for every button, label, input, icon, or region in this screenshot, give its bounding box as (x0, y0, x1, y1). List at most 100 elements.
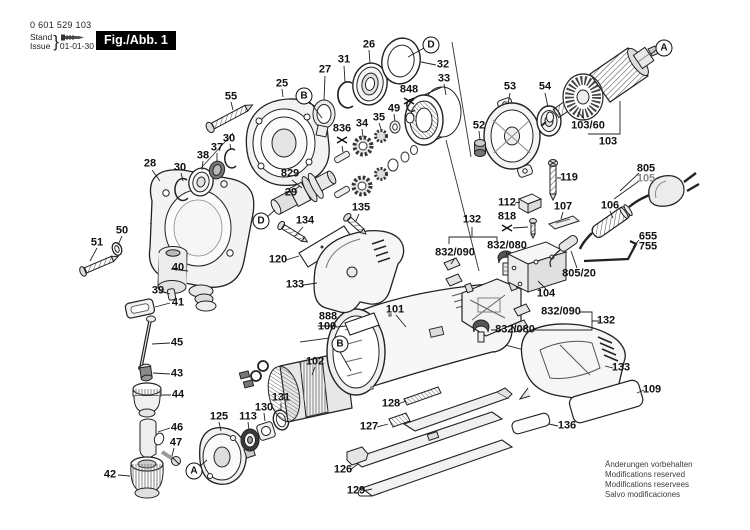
part-label-848: 848 (399, 83, 419, 96)
part-label-112: 112 (498, 196, 516, 209)
bushing-37 (208, 160, 226, 180)
plate-107 (547, 215, 581, 230)
plate-126 (346, 411, 504, 468)
view-ref-a: A (185, 462, 203, 480)
strip-136 (511, 412, 551, 435)
footer-note-fr: Modifications reservees (605, 480, 690, 489)
bearing-flange-125 (199, 426, 256, 485)
suppressor-805-20 (558, 235, 578, 252)
end-shield-53 (483, 97, 541, 178)
footer-note-en: Modifications reserved (605, 470, 686, 479)
part-label-35: 35 (372, 111, 386, 124)
issue-label: Issue (30, 41, 51, 51)
part-label-45: 45 (170, 336, 184, 349)
carbon-brush-832-080-lower (472, 319, 490, 343)
part-label-655: 655 (638, 230, 658, 243)
part-label-100: 100 (317, 320, 337, 333)
suppressor-wire (549, 249, 561, 268)
part-label-120: 120 (268, 253, 288, 266)
leader-lines (89, 47, 657, 492)
stator-102 (238, 351, 353, 423)
plate-129 (357, 439, 514, 497)
part-label-40: 40 (171, 261, 185, 274)
part-label-51: 51 (90, 236, 104, 249)
screw-51 (79, 255, 120, 277)
part-label-101: 101 (385, 303, 405, 316)
bearing-38 (188, 167, 214, 197)
part-label-103-60: 103/60 (571, 119, 605, 132)
planet-gears-lower (333, 145, 418, 199)
sticker-888 (344, 312, 380, 336)
view-ref-d: D (252, 212, 270, 230)
part-label-103: 103 (598, 135, 618, 148)
part-label-30: 30 (173, 161, 187, 174)
cable-clip-655 (583, 240, 638, 263)
armature-103 (540, 43, 662, 127)
part-label-119: 119 (560, 171, 578, 184)
part-label-805-20: 805/20 (562, 267, 596, 280)
view-ref-a: A (655, 39, 673, 57)
cord-sleeve-106 (591, 204, 633, 238)
part-label-38: 38 (196, 149, 210, 162)
part-label-44: 44 (171, 388, 185, 401)
part-label-836: 836 (332, 122, 352, 135)
part-label-832-090: 832/090 (435, 246, 475, 259)
part-label-34: 34 (355, 117, 369, 130)
screw-818 (529, 218, 537, 240)
part-label-134: 134 (295, 214, 315, 227)
part-label-27: 27 (318, 63, 332, 76)
screw-135 (343, 212, 367, 235)
spindle-column-parts (124, 246, 188, 499)
part-label-135: 135 (351, 201, 371, 214)
part-label-130: 130 (254, 401, 274, 414)
washer-50 (111, 242, 123, 256)
part-label-136: 136 (557, 419, 577, 432)
brush-clip-832-090-right (511, 303, 531, 333)
part-label-888: 888 (318, 310, 338, 323)
crossed-arrows-icon (336, 97, 513, 232)
footer-note-es: Salvo modificaciones (605, 490, 681, 499)
part-label-31: 31 (337, 53, 351, 66)
view-ref-d: D (422, 36, 440, 54)
part-label-126: 126 (333, 463, 353, 476)
part-label-39: 39 (151, 284, 165, 297)
circlip-31 (337, 81, 354, 109)
part-label-129: 129 (346, 484, 366, 497)
part-label-832-090: 832/090 (541, 305, 581, 318)
part-label-47: 47 (169, 436, 183, 449)
part-label-133: 133 (285, 278, 305, 291)
brace: } (53, 32, 59, 51)
part-label-32: 32 (436, 58, 450, 71)
stand-issue-block: Stand Issue } 01-01-30 (30, 32, 94, 52)
part-label-50: 50 (115, 224, 129, 237)
part-label-755: 755 (638, 240, 658, 253)
view-ref-b: B (295, 87, 313, 105)
part-label-26: 26 (362, 38, 376, 51)
screw-119 (548, 159, 558, 202)
gear-housing-25 (245, 98, 330, 187)
part-label-133: 133 (611, 361, 631, 374)
part-label-106: 106 (600, 199, 620, 212)
part-label-832-080: 832/080 (487, 239, 527, 252)
gasket-130 (256, 421, 276, 441)
power-plug-805 (648, 172, 700, 207)
part-label-104: 104 (536, 287, 556, 300)
part-label-55: 55 (224, 90, 238, 103)
ring-gear-33 (404, 86, 462, 146)
part-label-43: 43 (170, 367, 184, 380)
footer-note-de: Änderungen vorbehalten (605, 460, 693, 469)
part-label-829: 829 (280, 167, 300, 180)
part-label-30: 30 (222, 132, 236, 145)
part-label-37: 37 (210, 141, 224, 154)
button-112 (517, 193, 543, 214)
part-label-42: 42 (103, 468, 117, 481)
bearing-113 (240, 428, 260, 452)
part-number: 0 601 529 103 (30, 20, 92, 30)
part-label-132: 132 (462, 213, 482, 226)
part-label-131: 131 (271, 391, 291, 404)
part-label-109: 109 (642, 383, 662, 396)
footer-notes: Änderungen vorbehalten Modifications res… (605, 460, 693, 500)
bushing-27 (312, 99, 336, 138)
